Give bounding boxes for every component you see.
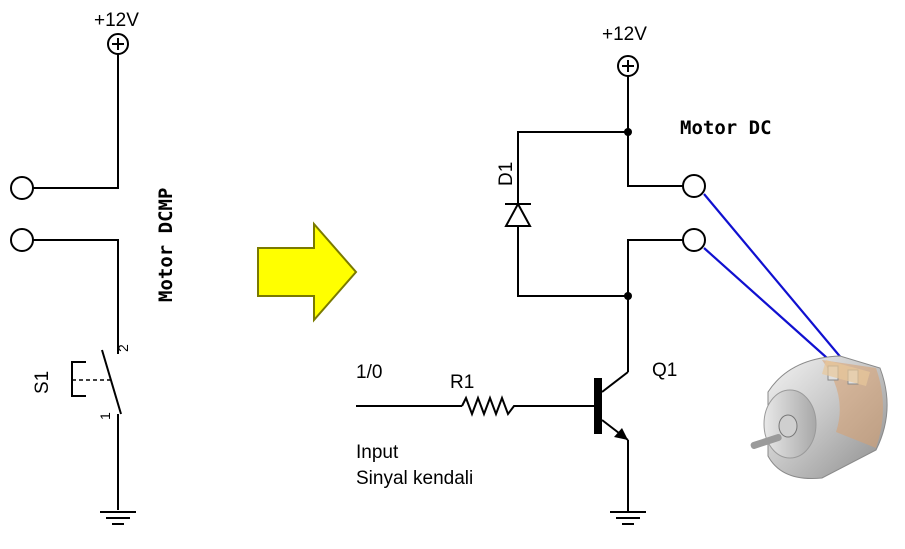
right-circuit: +12V D1 Motor DC Q1 <box>356 24 859 525</box>
input-value: 1/0 <box>356 362 382 383</box>
dc-motor-icon <box>750 355 888 480</box>
left-return-wire <box>32 239 119 354</box>
resistor-label: R1 <box>450 372 474 393</box>
transistor-label: Q1 <box>652 360 677 381</box>
input-caption-line1: Input <box>356 442 399 463</box>
right-arrow-icon <box>257 221 358 323</box>
switch-pin-1: 1 <box>97 412 113 420</box>
diode-label: D1 <box>496 162 517 186</box>
resistor-r1 <box>461 395 594 417</box>
left-supply-wire <box>32 54 119 189</box>
right-motor-terminal-2 <box>682 228 706 252</box>
left-motor-terminal-2 <box>10 228 34 252</box>
switch-label: S1 <box>32 371 53 394</box>
right-supply-wire <box>627 76 684 187</box>
switch-pin-2: 2 <box>115 344 131 352</box>
left-motor-terminal-1 <box>10 176 34 200</box>
input-caption-line2: Sinyal kendali <box>356 468 473 489</box>
right-supply-label: +12V <box>602 24 647 45</box>
collector-wire <box>627 239 684 372</box>
left-ground-symbol <box>100 511 136 525</box>
diode-d1 <box>504 201 532 227</box>
motor-lead-1 <box>703 193 859 379</box>
right-supply-terminal <box>617 55 639 77</box>
right-motor-terminal-1 <box>682 174 706 198</box>
left-circuit: +12V 2 1 S1 Motor DCMP <box>10 10 177 525</box>
transistor-q1 <box>594 371 629 512</box>
right-ground-symbol <box>610 511 646 525</box>
switch-s1 <box>71 349 122 510</box>
left-motor-label: Motor DCMP <box>155 188 177 302</box>
motor-lead-2 <box>703 247 837 367</box>
left-supply-terminal <box>107 33 129 55</box>
left-supply-label: +12V <box>94 10 139 31</box>
right-motor-label: Motor DC <box>680 117 772 139</box>
diode-loop-wire <box>517 131 628 297</box>
